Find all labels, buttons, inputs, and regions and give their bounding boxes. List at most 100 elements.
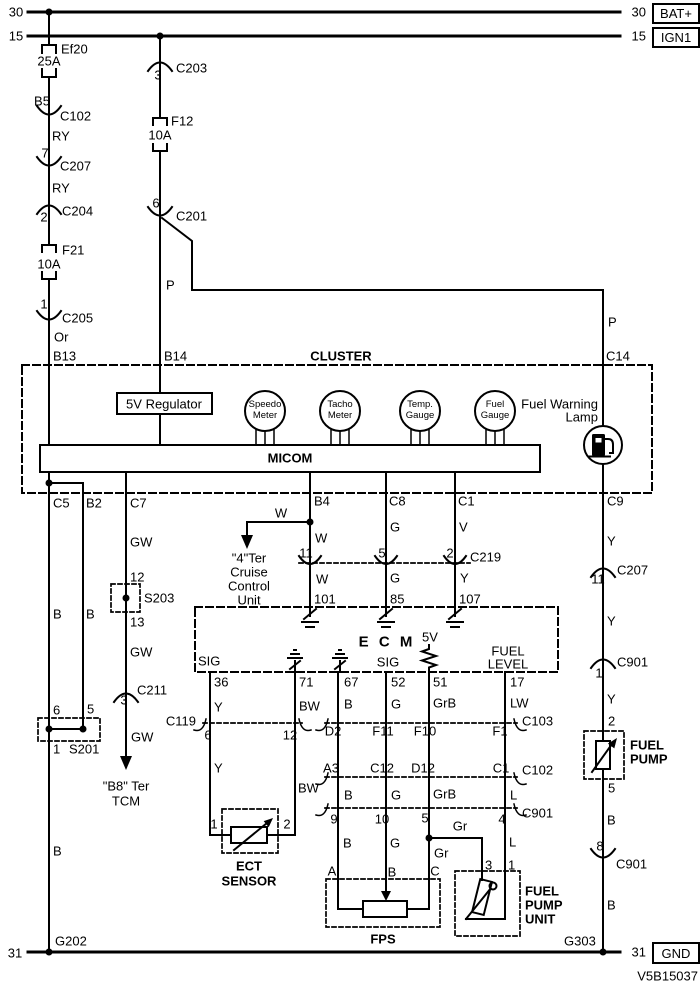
left-feed-wires bbox=[35, 11, 63, 446]
pin-c5: C5 bbox=[53, 495, 70, 511]
pin-c1: C1 bbox=[458, 493, 475, 509]
cluster-box bbox=[21, 364, 653, 494]
fuse-f12-amp: 10A bbox=[148, 127, 172, 143]
pin-c-fps: C bbox=[430, 863, 440, 879]
pin-1-ect: 1 bbox=[210, 816, 218, 832]
wire-y-2: Y bbox=[607, 613, 616, 629]
wire-grb-51: GrB bbox=[433, 695, 457, 711]
wire-b-r1: B bbox=[607, 812, 616, 828]
pin-2: 2 bbox=[40, 209, 48, 225]
tcm-dest-1: "B8" Ter bbox=[102, 778, 150, 794]
pin-13: 13 bbox=[130, 614, 145, 630]
wire-b-2: B bbox=[86, 606, 95, 622]
pin-f1: F1 bbox=[492, 723, 508, 739]
ign1-terminal-box: IGN1 bbox=[652, 27, 700, 48]
connector-c102l-label: C102 bbox=[522, 762, 554, 778]
connector-c201-label: C201 bbox=[176, 208, 208, 224]
pin-1: 1 bbox=[40, 296, 48, 312]
pin-3-c203: 3 bbox=[154, 67, 162, 83]
gnd-terminal-box: GND bbox=[652, 942, 700, 964]
connector-c211-arc bbox=[112, 692, 140, 704]
regulator-label: 5V Regulator bbox=[126, 396, 202, 412]
fuse-f21-label: F21 bbox=[62, 242, 85, 258]
tacho-label-1: Tacho bbox=[327, 399, 353, 410]
splice-s201-label: S201 bbox=[69, 741, 100, 757]
pin-71: 71 bbox=[299, 674, 314, 690]
pin-11-c219: 11 bbox=[299, 545, 313, 561]
connector-c207-arc bbox=[35, 155, 63, 167]
connector-c219-label: C219 bbox=[470, 549, 502, 565]
fuse-f12-label: F12 bbox=[171, 113, 194, 129]
wire-l-c102: L bbox=[510, 787, 518, 803]
wire-y-ect: Y bbox=[214, 760, 223, 776]
sensor-wires bbox=[209, 671, 506, 921]
connector-c204-label: C204 bbox=[62, 203, 94, 219]
ecm-fuel-label: FUEL bbox=[491, 643, 525, 659]
lower-connector-rows bbox=[193, 718, 527, 817]
splice-s201-pin6: 6 bbox=[53, 702, 61, 718]
pin-12: 12 bbox=[130, 569, 145, 585]
pin-2-ect: 2 bbox=[283, 816, 291, 832]
connector-c901a-label: C901 bbox=[617, 654, 649, 670]
connector-c203-label: C203 bbox=[176, 60, 208, 76]
ground-symbol-71 bbox=[287, 649, 303, 673]
connector-c201-arc bbox=[146, 205, 174, 217]
pin-8-c901: 8 bbox=[596, 838, 604, 854]
speedo-label-2: Meter bbox=[252, 410, 278, 421]
pin-10: 10 bbox=[374, 811, 390, 827]
wire-bw-71: BW bbox=[299, 698, 320, 714]
wire-g-52: G bbox=[391, 696, 402, 712]
pin-6-c119: 6 bbox=[204, 727, 212, 743]
connector-c901b-arc bbox=[589, 847, 617, 859]
pin-11-c207: 11 bbox=[591, 571, 605, 587]
cruise-dest-4: Unit bbox=[237, 592, 261, 608]
wire-ry2: RY bbox=[52, 180, 70, 196]
connector-c102-arc bbox=[35, 104, 63, 116]
wire-y-1: Y bbox=[607, 533, 616, 549]
wire-b-1: B bbox=[53, 606, 62, 622]
pin-c12: C12 bbox=[370, 760, 394, 776]
pin-1-c901: 1 bbox=[595, 665, 603, 681]
connector-c203-arc bbox=[146, 61, 174, 73]
wire-l-fpu: L bbox=[509, 834, 517, 850]
fuel-sender-symbol bbox=[470, 877, 494, 917]
fuelgauge-label-1: Fuel bbox=[485, 399, 505, 410]
connector-c204-arc bbox=[35, 204, 63, 216]
cruise-dest-1: "4"Ter bbox=[231, 550, 267, 566]
fps-name: FPS bbox=[370, 931, 396, 947]
pin-b13: B13 bbox=[53, 348, 77, 364]
rail-30-left: 30 bbox=[8, 4, 24, 20]
pin-3-fpu: 3 bbox=[485, 857, 493, 873]
pin-b5: B5 bbox=[34, 93, 50, 109]
fuse-ef20-label: Ef20 bbox=[61, 41, 88, 57]
temp-label-2: Gauge bbox=[405, 410, 435, 421]
tcm-arrow bbox=[120, 756, 132, 770]
ground-symbol-85 bbox=[377, 606, 395, 628]
fuel-warning-label-1: Fuel Warning bbox=[521, 396, 598, 412]
pin-c1-c102: C1 bbox=[492, 760, 510, 776]
wire-g-1: G bbox=[390, 519, 401, 535]
pin-107: 107 bbox=[459, 591, 481, 607]
pin-7: 7 bbox=[41, 145, 49, 161]
diagram-code: V5B15037 bbox=[637, 968, 698, 984]
ect-name-2: SENSOR bbox=[221, 873, 277, 889]
pin-5-c219: 5 bbox=[378, 545, 386, 561]
fuel-warning-lamp-circle bbox=[583, 425, 623, 465]
wire-p-mid: P bbox=[166, 277, 175, 293]
ecm-level-label: LEVEL bbox=[487, 656, 529, 672]
ground-symbol-101 bbox=[301, 606, 319, 628]
pin-b4: B4 bbox=[314, 493, 330, 509]
temp-label-1: Temp. bbox=[407, 399, 433, 410]
connector-c102-label: C102 bbox=[60, 108, 92, 124]
tcm-dest-2: TCM bbox=[111, 793, 141, 809]
wire-lw-17: LW bbox=[510, 695, 529, 711]
pin-101: 101 bbox=[314, 591, 336, 607]
splice-s201-box bbox=[37, 717, 101, 742]
pin-4-c901: 4 bbox=[498, 811, 506, 827]
wire-y-36: Y bbox=[214, 699, 223, 715]
pin-c14: C14 bbox=[606, 348, 630, 364]
fuse-f21-amp: 10A bbox=[37, 256, 61, 272]
fuel-pump-symbol bbox=[583, 730, 625, 780]
